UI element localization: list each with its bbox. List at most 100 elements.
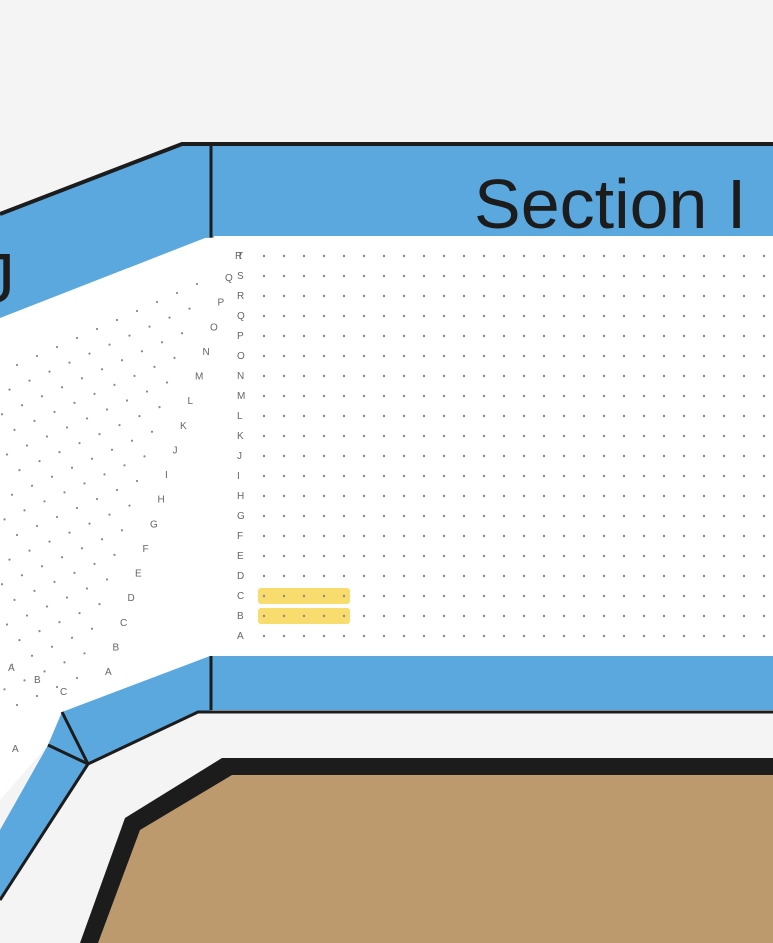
seat[interactable] <box>342 334 346 338</box>
seat[interactable] <box>542 274 546 278</box>
seat[interactable] <box>722 594 726 598</box>
seat[interactable] <box>642 474 646 478</box>
seat[interactable] <box>582 334 586 338</box>
seat[interactable] <box>542 514 546 518</box>
seat[interactable] <box>462 614 466 618</box>
seat[interactable] <box>65 596 69 599</box>
seat[interactable] <box>322 414 326 418</box>
seat[interactable] <box>18 639 21 642</box>
seat[interactable] <box>482 374 486 378</box>
seat[interactable] <box>462 554 466 558</box>
seat[interactable] <box>155 300 159 304</box>
seat[interactable] <box>502 454 506 458</box>
seat[interactable] <box>362 314 366 318</box>
seat[interactable] <box>402 534 406 538</box>
seat[interactable] <box>302 534 306 538</box>
seat[interactable] <box>522 634 526 638</box>
seat[interactable] <box>85 587 89 590</box>
seat[interactable] <box>502 474 506 478</box>
seat[interactable] <box>25 444 29 447</box>
seat[interactable] <box>462 434 466 438</box>
seat[interactable] <box>322 474 326 478</box>
seat[interactable] <box>402 594 406 598</box>
seat[interactable] <box>542 394 546 398</box>
seat[interactable] <box>10 493 14 496</box>
seat[interactable] <box>402 574 406 578</box>
seat[interactable] <box>622 454 626 458</box>
seat[interactable] <box>742 514 746 518</box>
seat[interactable] <box>722 454 726 458</box>
seat[interactable] <box>262 354 266 358</box>
seat[interactable] <box>462 454 466 458</box>
seat[interactable] <box>158 406 161 409</box>
seat[interactable] <box>302 274 306 278</box>
seat[interactable] <box>262 574 266 578</box>
seat[interactable] <box>602 354 606 358</box>
seat[interactable] <box>322 314 326 318</box>
seat[interactable] <box>562 554 566 558</box>
seat[interactable] <box>522 254 526 258</box>
seat[interactable] <box>85 417 89 420</box>
seat[interactable] <box>542 614 546 618</box>
seat[interactable] <box>422 514 426 518</box>
seat[interactable] <box>402 634 406 638</box>
seat[interactable] <box>282 354 286 358</box>
seat[interactable] <box>33 589 36 592</box>
seat[interactable] <box>342 554 346 558</box>
seat[interactable] <box>5 623 9 626</box>
seat[interactable] <box>442 574 446 578</box>
seat[interactable] <box>542 294 546 298</box>
seat[interactable] <box>73 571 76 574</box>
seat[interactable] <box>602 494 606 498</box>
seat[interactable] <box>8 388 11 391</box>
seat[interactable] <box>522 534 526 538</box>
seat[interactable] <box>502 614 506 618</box>
seat[interactable] <box>125 399 129 402</box>
seat[interactable] <box>562 294 566 298</box>
seat[interactable] <box>742 374 746 378</box>
seat[interactable] <box>702 394 706 398</box>
seat[interactable] <box>722 614 726 618</box>
seat[interactable] <box>622 614 626 618</box>
seat[interactable] <box>742 414 746 418</box>
seat[interactable] <box>342 594 346 598</box>
seat[interactable] <box>722 514 726 518</box>
seat[interactable] <box>542 454 546 458</box>
seat[interactable] <box>462 414 466 418</box>
seat[interactable] <box>188 307 191 310</box>
seat[interactable] <box>322 494 326 498</box>
seat[interactable] <box>422 394 426 398</box>
seat[interactable] <box>562 614 566 618</box>
seat[interactable] <box>100 538 104 541</box>
seat[interactable] <box>68 531 71 534</box>
seat[interactable] <box>28 379 31 382</box>
seat[interactable] <box>402 294 406 298</box>
seat[interactable] <box>402 554 406 558</box>
seat[interactable] <box>642 374 646 378</box>
seat[interactable] <box>742 334 746 338</box>
seat[interactable] <box>60 556 64 559</box>
seat[interactable] <box>722 294 726 298</box>
seat[interactable] <box>642 254 646 258</box>
seat[interactable] <box>462 354 466 358</box>
seat[interactable] <box>55 345 59 349</box>
seat[interactable] <box>282 454 286 458</box>
seat[interactable] <box>262 394 266 398</box>
seat[interactable] <box>262 594 266 598</box>
seat[interactable] <box>322 514 326 518</box>
seat[interactable] <box>602 474 606 478</box>
seat[interactable] <box>302 634 306 638</box>
seat[interactable] <box>98 433 101 436</box>
seat[interactable] <box>402 394 406 398</box>
seat[interactable] <box>482 394 486 398</box>
seat[interactable] <box>402 314 406 318</box>
seat[interactable] <box>622 294 626 298</box>
seat[interactable] <box>622 354 626 358</box>
seat[interactable] <box>642 514 646 518</box>
seat[interactable] <box>130 439 134 442</box>
seat[interactable] <box>722 554 726 558</box>
seat[interactable] <box>382 334 386 338</box>
seat[interactable] <box>542 494 546 498</box>
seat[interactable] <box>382 574 386 578</box>
seat[interactable] <box>682 414 686 418</box>
